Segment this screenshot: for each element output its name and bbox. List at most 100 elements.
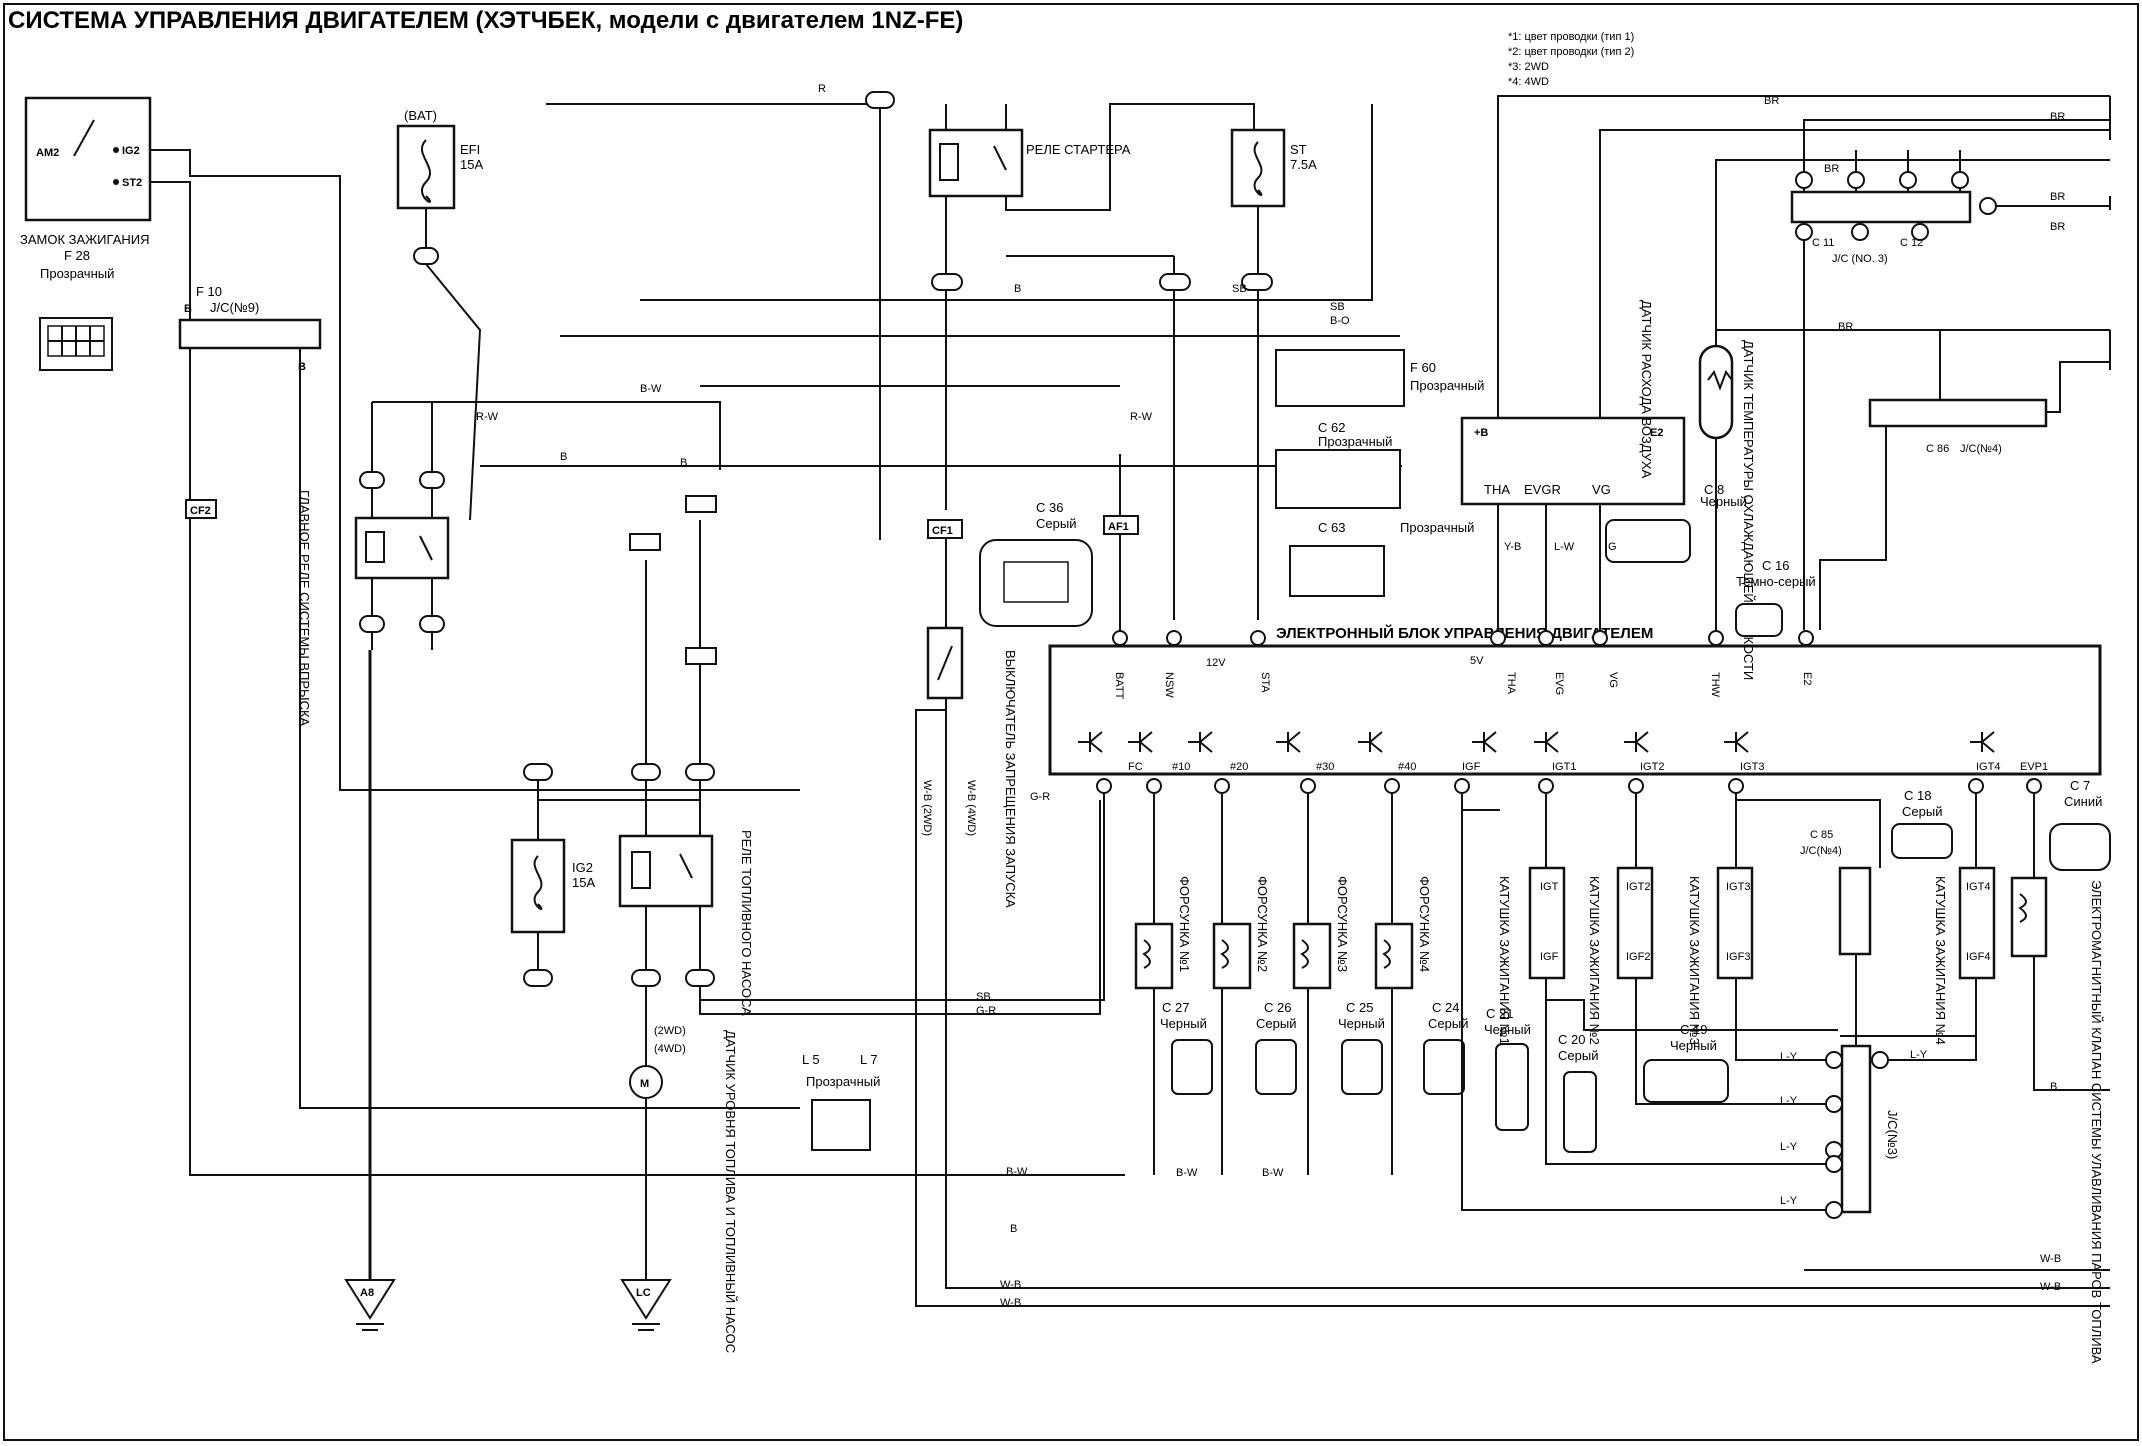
main-relay: ГЛАВНОЕ РЕЛЕ СИСТЕМЫ ВПРЫСКА [297, 490, 450, 727]
svg-text:VG: VG [1607, 672, 1619, 688]
coil-4: IGT4 IGF4 КАТУШКА ЗАЖИГАНИЯ №4 [1933, 866, 1996, 1045]
svg-text:BR: BR [1824, 163, 1839, 175]
svg-text:IGF2: IGF2 [1626, 951, 1650, 963]
svg-text:Серый: Серый [1256, 1016, 1296, 1031]
svg-text:CF2: CF2 [190, 505, 211, 517]
svg-text:C 19: C 19 [1680, 1022, 1707, 1037]
svg-text:#10: #10 [1172, 761, 1190, 773]
svg-text:B: B [298, 361, 306, 373]
svg-text:W-B: W-B [2040, 1253, 2061, 1265]
starter-relay-label: РЕЛЕ СТАРТЕРА [1026, 142, 1131, 157]
ground-lc: LC [620, 1279, 672, 1331]
svg-text:Прозрачный: Прозрачный [1318, 434, 1392, 449]
svg-text:L 5: L 5 [802, 1052, 820, 1067]
svg-text:EVGR: EVGR [1524, 482, 1561, 497]
injector-3: ФОРСУНКА №3 C 25 Черный [1292, 876, 1385, 1095]
start-inhibit-switch: CF1 ВЫКЛЮЧАТЕЛЬ ЗАПРЕЩЕНИЯ ЗАПУСКА W-B (… [921, 519, 1018, 908]
maf-sensor: +B E2 THA EVGR VG ДАТЧИК РАСХОДА ВОЗДУХА… [1460, 300, 1747, 563]
svg-text:C 36: C 36 [1036, 500, 1063, 515]
f60-label: F 60 [1410, 360, 1436, 375]
ignition-switch: AM2 IG2 ST2 ЗАМОК ЗАЖИГАНИЯ F 28 Прозрач… [20, 96, 152, 371]
svg-text:SB: SB [1232, 283, 1247, 295]
svg-text:THA: THA [1484, 482, 1510, 497]
svg-text:B: B [680, 457, 687, 469]
svg-text:Черный: Черный [1700, 494, 1747, 509]
svg-text:C 27: C 27 [1162, 1000, 1189, 1015]
ign-pin-am2: AM2 [36, 147, 59, 159]
svg-text:NSW: NSW [1163, 672, 1175, 698]
diagram-border [3, 3, 2139, 1441]
jc3-block: J/C(№3) [1825, 1044, 1900, 1219]
jc9-block: F 10 J/C(№9) B B [178, 284, 322, 373]
o-connector-8 [1159, 273, 1191, 291]
svg-text:C 18: C 18 [1904, 788, 1931, 803]
note-3: *3: 2WD [1508, 61, 1549, 73]
svg-text:R: R [818, 83, 826, 95]
svg-text:C 26: C 26 [1264, 1000, 1291, 1015]
svg-text:IGT3: IGT3 [1740, 761, 1764, 773]
svg-text:Прозрачный: Прозрачный [1400, 520, 1474, 535]
c18-connector: C 18 Серый [1891, 788, 1953, 859]
evap-vsv: ЭЛЕКТРОМАГНИТНЫЙ КЛАПАН СИСТЕМЫ УЛАВЛИВА… [2010, 778, 2111, 1364]
svg-text:J/C(№3): J/C(№3) [1885, 1110, 1900, 1159]
evap-label: ЭЛЕКТРОМАГНИТНЫЙ КЛАПАН СИСТЕМЫ УЛАВЛИВА… [2089, 880, 2104, 1364]
ignition-color: Прозрачный [40, 266, 114, 281]
m-connector [931, 273, 963, 291]
injector-2: ФОРСУНКА №2 C 26 Серый [1212, 876, 1297, 1095]
coil-3: IGT3 IGF3 КАТУШКА ЗАЖИГАНИЯ №3 [1687, 866, 1754, 1045]
injector-4: ФОРСУНКА №4 C 24 Серый [1374, 876, 1468, 1095]
svg-text:L-W: L-W [1554, 541, 1575, 553]
svg-text:L-Y: L-Y [1780, 1141, 1798, 1153]
svg-text:R-W: R-W [1130, 411, 1153, 423]
svg-text:Прозрачный: Прозрачный [1410, 378, 1484, 393]
svg-text:BR: BR [2050, 221, 2065, 233]
svg-text:#40: #40 [1398, 761, 1416, 773]
injectors: ФОРСУНКА №1 C 27 Черный ФОРСУНКА №2 C 26… [1134, 876, 1468, 1095]
coil-2: IGT2 IGF2 КАТУШКА ЗАЖИГАНИЯ №2 [1587, 866, 1654, 1045]
svg-text:Темно-серый: Темно-серый [1736, 574, 1816, 589]
svg-text:ФОРСУНКА №3: ФОРСУНКА №3 [1335, 876, 1350, 972]
svg-text:L-Y: L-Y [1780, 1195, 1798, 1207]
svg-text:12V: 12V [1206, 657, 1226, 669]
ecu-connectors: F 60 Прозрачный C 62 Прозрачный C 63 Про… [1275, 349, 1484, 597]
svg-text:SB: SB [1330, 301, 1345, 313]
svg-text:FC: FC [1128, 761, 1143, 773]
jc9-label: J/C(№9) [210, 300, 259, 315]
ign-pin-ig2: IG2 [122, 145, 140, 157]
c3-connector [865, 91, 895, 109]
bat-label: (BAT) [404, 108, 437, 123]
ignition-code: F 28 [64, 248, 90, 263]
svg-text:C 16: C 16 [1762, 558, 1789, 573]
main-relay-label: ГЛАВНОЕ РЕЛЕ СИСТЕМЫ ВПРЫСКА [297, 490, 312, 727]
ecu-block: ЭЛЕКТРОННЫЙ БЛОК УПРАВЛЕНИЯ ДВИГАТЕЛЕМ B… [1048, 624, 2102, 776]
svg-text:B: B [1014, 283, 1021, 295]
svg-text:W-B (4WD): W-B (4WD) [965, 780, 977, 836]
diagram-title: СИСТЕМА УПРАВЛЕНИЯ ДВИГАТЕЛЕМ (ХЭТЧБЕК, … [8, 7, 963, 34]
svg-text:Черный: Черный [1160, 1016, 1207, 1031]
wire-bw-bottom [189, 488, 1125, 1176]
svg-text:B-W: B-W [640, 383, 662, 395]
svg-text:IGF: IGF [1462, 761, 1481, 773]
svg-text:ФОРСУНКА №4: ФОРСУНКА №4 [1417, 876, 1432, 972]
l5-l7-connector: L 5 L 7 Прозрачный [802, 1052, 880, 1151]
svg-text:C 21: C 21 [1486, 1006, 1513, 1021]
c63-label: C 63 [1318, 520, 1345, 535]
svg-text:IGT3: IGT3 [1726, 881, 1750, 893]
svg-text:BR: BR [2050, 111, 2065, 123]
f10-label: F 10 [196, 284, 222, 299]
coil-1: IGT IGF КАТУШКА ЗАЖИГАНИЯ №1 [1497, 866, 1566, 1045]
svg-text:E2: E2 [1650, 427, 1663, 439]
coil-connectors: C 21 Черный C 20 Серый C 19 Черный [1484, 1006, 1729, 1153]
svg-text:Черный: Черный [1484, 1022, 1531, 1037]
svg-text:IGF: IGF [1540, 951, 1559, 963]
svg-text:J/C (NO. 3): J/C (NO. 3) [1832, 253, 1888, 265]
note-2: *2: цвет проводки (тип 2) [1508, 46, 1634, 58]
svg-text:C 7: C 7 [2070, 778, 2090, 793]
ignition-switch-label: ЗАМОК ЗАЖИГАНИЯ [20, 232, 149, 247]
svg-text:КАТУШКА ЗАЖИГАНИЯ №1: КАТУШКА ЗАЖИГАНИЯ №1 [1497, 876, 1512, 1045]
fuel-sensor-label: ДАТЧИК УРОВНЯ ТОПЛИВА И ТОПЛИВНЫЙ НАСОС [723, 1030, 738, 1353]
svg-text:B-W: B-W [1176, 1167, 1198, 1179]
svg-text:Серый: Серый [1558, 1048, 1598, 1063]
